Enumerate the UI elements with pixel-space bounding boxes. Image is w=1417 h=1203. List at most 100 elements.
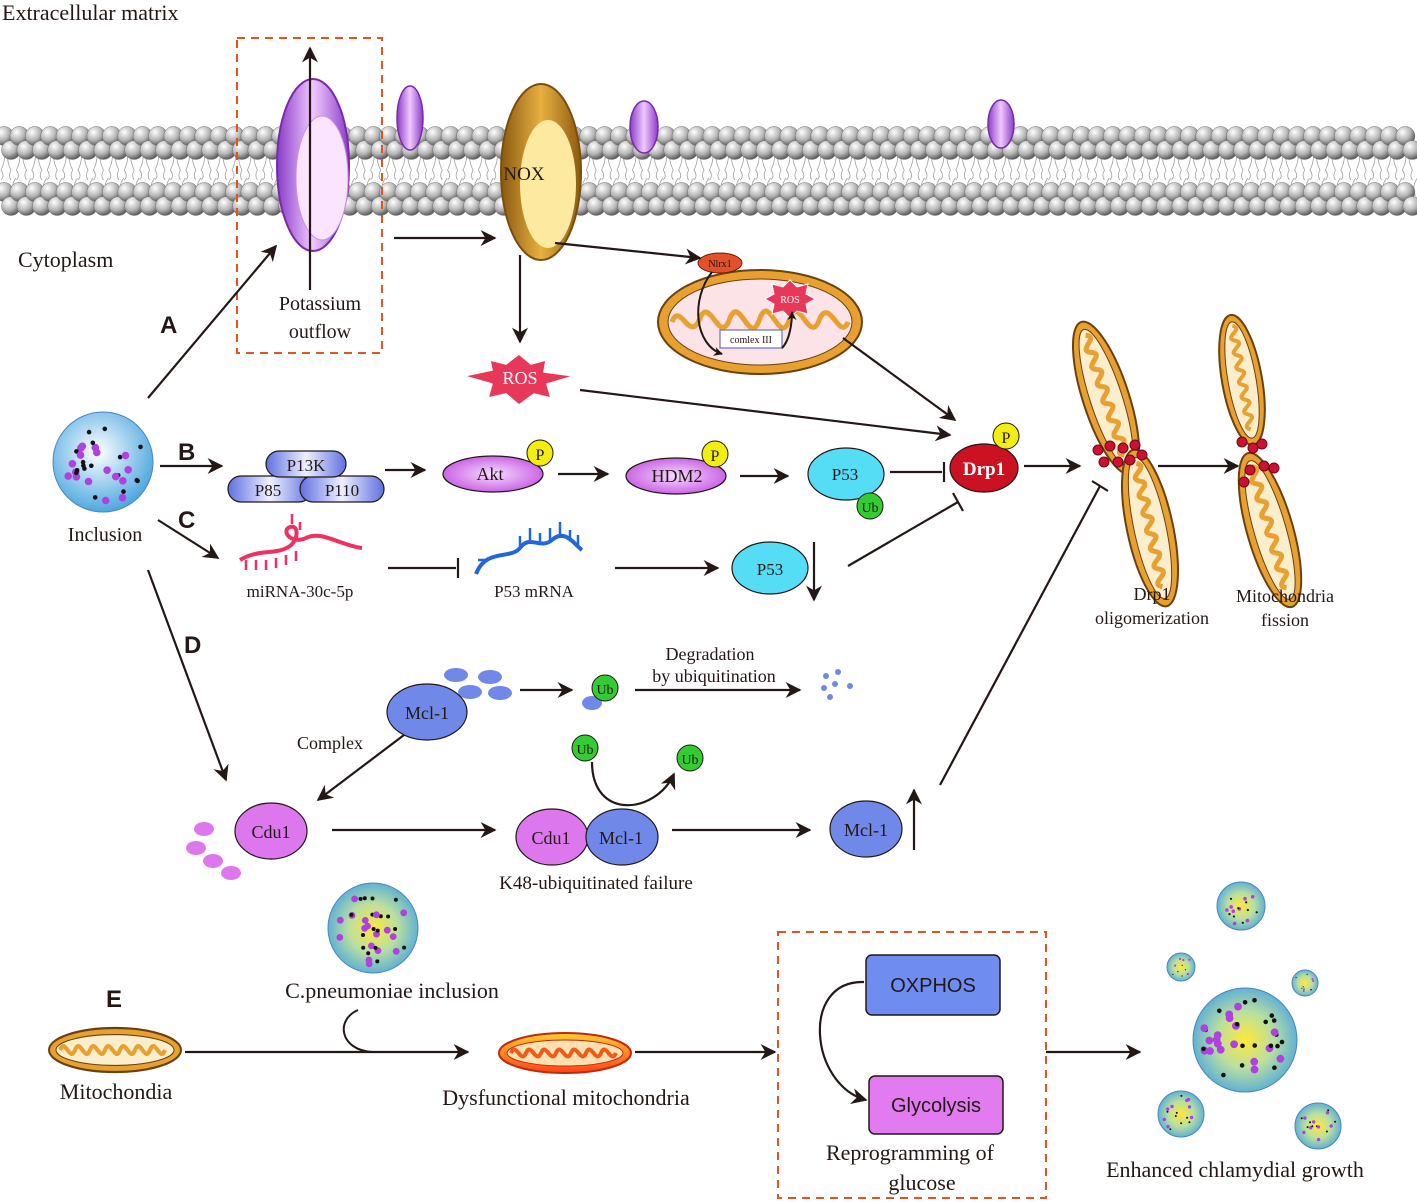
p53-mrna-strand bbox=[474, 522, 584, 575]
complex-cdu1-label: Cdu1 bbox=[531, 828, 570, 848]
cdu1-mcl1-complex bbox=[515, 808, 659, 866]
mito-label: Mitochondia bbox=[60, 1079, 173, 1104]
mitochondrion-normal bbox=[49, 1028, 181, 1072]
arrow-a bbox=[147, 244, 278, 399]
membrane-protein-3 bbox=[987, 99, 1015, 149]
arrow-c bbox=[157, 519, 220, 559]
nox-complex bbox=[500, 83, 582, 261]
p53-ub-label: Ub bbox=[861, 501, 878, 516]
arrow-mcl1-to-cdu1 bbox=[316, 734, 405, 801]
cdu1-node bbox=[234, 802, 308, 860]
fission-drp1-dots bbox=[1236, 436, 1280, 488]
ros-label: ROS bbox=[502, 368, 537, 388]
complex-label: Complex bbox=[297, 733, 363, 753]
degradation-label-2: by ubiquitination bbox=[652, 666, 776, 686]
mitochondrion-dysfunctional bbox=[498, 1032, 632, 1074]
letter-b: B bbox=[178, 439, 195, 466]
drp1-oligo-label-1: Drp1 bbox=[1134, 584, 1171, 604]
membrane-protein-2 bbox=[629, 100, 659, 154]
mcl1-top-label: Mcl-1 bbox=[405, 703, 449, 723]
reprog-label-1: Reprogramming of bbox=[826, 1140, 995, 1165]
mcl1-fragments bbox=[444, 668, 512, 700]
inhibit-mirna-p53mrna bbox=[388, 558, 460, 578]
reprog-label-2: glucose bbox=[888, 1170, 955, 1195]
potassium-channel bbox=[276, 78, 350, 252]
k48-label: K48-ubiquitinated failure bbox=[499, 873, 693, 894]
inhibit-p53-drp1 bbox=[890, 462, 946, 482]
potassium-label-1: Potassium bbox=[279, 293, 362, 315]
cpn-connector bbox=[342, 1009, 373, 1053]
mirna-label: miRNA-30c-5p bbox=[247, 582, 354, 601]
ros-small-label: ROS bbox=[780, 295, 799, 306]
hdm2-node bbox=[625, 440, 729, 495]
potassium-dashed-box bbox=[236, 37, 383, 354]
cytoplasm-label: Cytoplasm bbox=[18, 247, 113, 272]
p53-node-b bbox=[807, 447, 885, 520]
letter-e: E bbox=[106, 986, 122, 1013]
oxphos-box bbox=[865, 954, 1001, 1016]
ub-mcl1-label: Ub bbox=[596, 683, 613, 698]
hdm2-label: HDM2 bbox=[651, 466, 702, 486]
extracellular-label: Extracellular matrix bbox=[2, 0, 179, 25]
mcl1-node-top bbox=[386, 683, 468, 741]
nlrx1-to-complex-arrow bbox=[697, 271, 723, 356]
drp1-oligo-label-2: oligomerization bbox=[1095, 608, 1209, 628]
cell-membrane bbox=[0, 126, 1417, 216]
p53-b-label: P53 bbox=[832, 465, 858, 484]
enhanced-label: Enhanced chlamydial growth bbox=[1106, 1157, 1364, 1182]
c-pneumoniae-inclusion bbox=[327, 882, 419, 974]
glycolysis-box bbox=[868, 1075, 1004, 1135]
ub-right bbox=[676, 744, 704, 772]
arrow-ros-to-drp1 bbox=[579, 388, 952, 442]
letter-d: D bbox=[184, 632, 201, 659]
inhibit-p53c-drp1 bbox=[847, 492, 964, 567]
ub-right-label: Ub bbox=[681, 753, 698, 768]
oxphos-to-glycolysis-arrow bbox=[818, 980, 868, 1104]
p85-label: P85 bbox=[255, 481, 281, 500]
mito-fission-label-1: Mitochondria bbox=[1236, 586, 1334, 606]
p110-box bbox=[299, 475, 385, 503]
ub-mcl1 bbox=[582, 674, 619, 710]
degradation-label-1: Degradation bbox=[666, 644, 755, 664]
cpn-label: C.pneumoniae inclusion bbox=[285, 978, 499, 1003]
ub-left bbox=[571, 734, 599, 762]
complex-to-ros-arrow bbox=[781, 311, 797, 349]
p53-c-label: P53 bbox=[757, 560, 783, 579]
complex-mcl1-label: Mcl-1 bbox=[599, 828, 643, 848]
dysf-label: Dysfunctional mitochondria bbox=[442, 1085, 690, 1110]
glycolysis-label: Glycolysis bbox=[891, 1095, 981, 1117]
p13k-label: P13K bbox=[287, 456, 326, 475]
mitochondrion-fission-top bbox=[1208, 309, 1276, 451]
p110-label: P110 bbox=[325, 481, 359, 500]
mito-fission-label-2: fission bbox=[1261, 610, 1309, 630]
complex-iii-label: comlex III bbox=[730, 335, 772, 346]
drp1-ring bbox=[1092, 439, 1148, 468]
nlrx1-label: Nlrx1 bbox=[708, 259, 731, 270]
letter-c: C bbox=[178, 507, 195, 534]
arrow-d bbox=[146, 569, 229, 782]
inclusion-body bbox=[52, 411, 154, 513]
p53-node-c bbox=[731, 541, 809, 595]
p53-mrna-label: P53 mRNA bbox=[494, 582, 575, 601]
p13k-box bbox=[265, 450, 347, 478]
mirna-strand bbox=[238, 514, 363, 570]
ub-transfer-arrow bbox=[590, 761, 676, 807]
oxphos-label: OXPHOS bbox=[890, 975, 976, 997]
drp1-p-label: P bbox=[1002, 430, 1011, 447]
mcl1-bottom-label: Mcl-1 bbox=[844, 820, 888, 840]
hdm2-p-label: P bbox=[711, 448, 720, 465]
membrane-protein-1 bbox=[396, 85, 424, 151]
akt-node bbox=[442, 439, 554, 493]
arrow-mito-to-drp1 bbox=[842, 337, 957, 421]
ub-left-label: Ub bbox=[576, 743, 593, 758]
akt-p-label: P bbox=[536, 447, 545, 464]
enhanced-growth-cluster bbox=[1157, 881, 1342, 1150]
akt-label: Akt bbox=[477, 464, 504, 484]
drp1-node bbox=[949, 422, 1020, 493]
nox-label: NOX bbox=[503, 164, 544, 185]
mitochondrion-top bbox=[657, 269, 863, 375]
mcl1-node-bottom bbox=[829, 800, 903, 858]
potassium-label-2: outflow bbox=[289, 321, 352, 343]
letter-a: A bbox=[160, 312, 177, 339]
